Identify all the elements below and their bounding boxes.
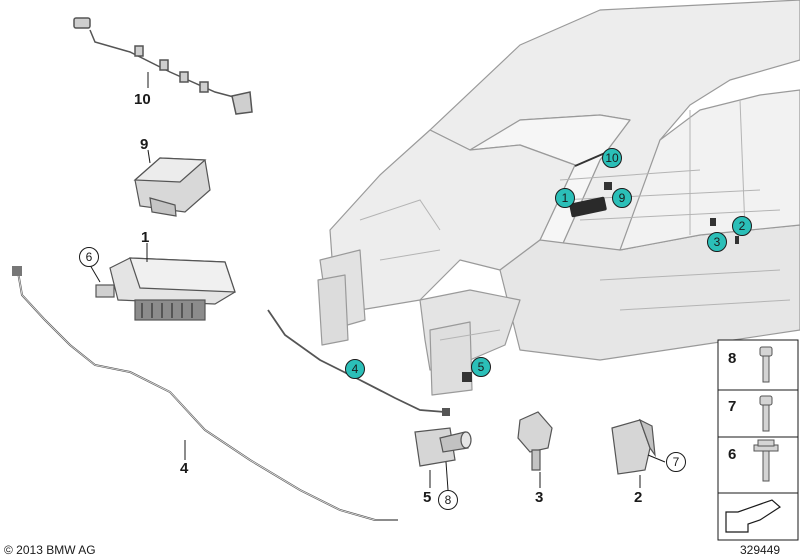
screw-8-icon xyxy=(759,346,773,383)
car-body-illustration xyxy=(317,0,800,396)
control-unit-part xyxy=(95,257,236,321)
diagram-number: 329449 xyxy=(740,543,781,557)
label-part-8: 8 xyxy=(438,490,458,510)
label-part-2: 2 xyxy=(634,489,643,506)
copyright-text: © 2013 BMW AG xyxy=(4,543,96,557)
cable-left-inner xyxy=(17,271,398,521)
car-callout-10: 10 xyxy=(602,148,622,168)
sensor-installed-rear xyxy=(710,218,716,226)
control-unit-installed xyxy=(569,196,607,218)
sensor-installed-front xyxy=(462,372,472,382)
sensor-part-3 xyxy=(517,411,553,471)
label-part-7: 7 xyxy=(666,452,686,472)
bracket-part-2 xyxy=(611,418,656,475)
sensor-part-5 xyxy=(414,427,472,467)
label-part-4: 4 xyxy=(180,460,189,477)
cable-left-connector xyxy=(12,266,22,276)
legend-label-6: 6 xyxy=(728,446,737,463)
screw-installed xyxy=(735,236,739,244)
screw-6-icon xyxy=(753,439,779,482)
screw-legend xyxy=(717,339,799,541)
car-callout-2: 2 xyxy=(732,216,752,236)
wiring-harness-part xyxy=(73,17,253,115)
legend-label-8: 8 xyxy=(728,350,737,367)
car-callout-9: 9 xyxy=(612,188,632,208)
car-callout-1: 1 xyxy=(555,188,575,208)
label-part-10: 10 xyxy=(134,91,151,108)
label-part-9: 9 xyxy=(140,136,149,153)
label-part-1: 1 xyxy=(141,229,150,246)
car-callout-5: 5 xyxy=(471,357,491,377)
leader-lines xyxy=(89,72,666,491)
cover-part xyxy=(133,157,211,217)
screw-7-icon xyxy=(759,395,773,432)
label-part-5: 5 xyxy=(423,489,432,506)
label-part-6: 6 xyxy=(79,247,99,267)
arrow-icon xyxy=(725,499,781,533)
cable-middle-connector xyxy=(442,408,450,416)
legend-label-7: 7 xyxy=(728,398,737,415)
car-callout-3: 3 xyxy=(707,232,727,252)
cable-middle-part xyxy=(267,309,446,413)
label-part-3: 3 xyxy=(535,489,544,506)
bracket-installed xyxy=(604,182,612,190)
car-body-detail-lines xyxy=(359,99,791,341)
car-callout-4: 4 xyxy=(345,359,365,379)
